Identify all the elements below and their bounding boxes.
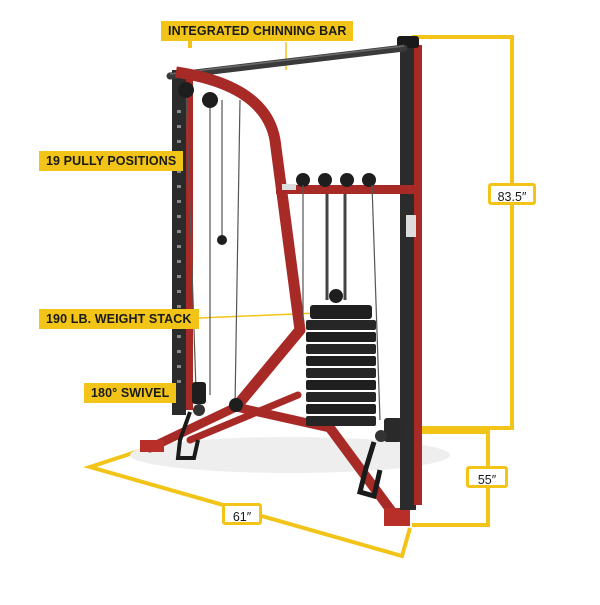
front-foot-right [384,508,410,526]
crossbar-logo-plate [282,184,296,190]
dimension-lines [83,31,514,559]
callout-weight-stack: 190 LB. WEIGHT STACK [39,309,199,329]
floor-shadow [130,437,450,473]
pulley-position-holes [177,110,181,383]
top-pulleys [296,173,376,187]
curved-support-arm [175,66,306,411]
stack-crossbar [276,185,416,194]
dimension-width: 61″ [222,503,262,525]
right-upright-red [414,45,422,505]
dimension-height: 83.5″ [488,183,536,205]
guide-rods [325,194,347,300]
right-upright [400,40,416,510]
chinning-bar [166,44,408,80]
callout-chinning-bar: INTEGRATED CHINNING BAR [161,21,354,41]
frame-logo-plate [406,215,416,237]
dimension-depth: 55″ [466,466,508,488]
side-pulleys [178,82,243,412]
callout-swivel: 180° SWIVEL [84,383,177,403]
cables [185,87,381,421]
front-foot-left [140,440,164,452]
left-upright-red [186,75,193,410]
weight-stack [306,289,376,426]
swivel-pulley-right [356,418,402,500]
callout-pulley-positions: 19 PULLY POSITIONS [39,151,184,171]
left-upright [172,70,186,415]
swivel-pulley-left [175,382,206,460]
